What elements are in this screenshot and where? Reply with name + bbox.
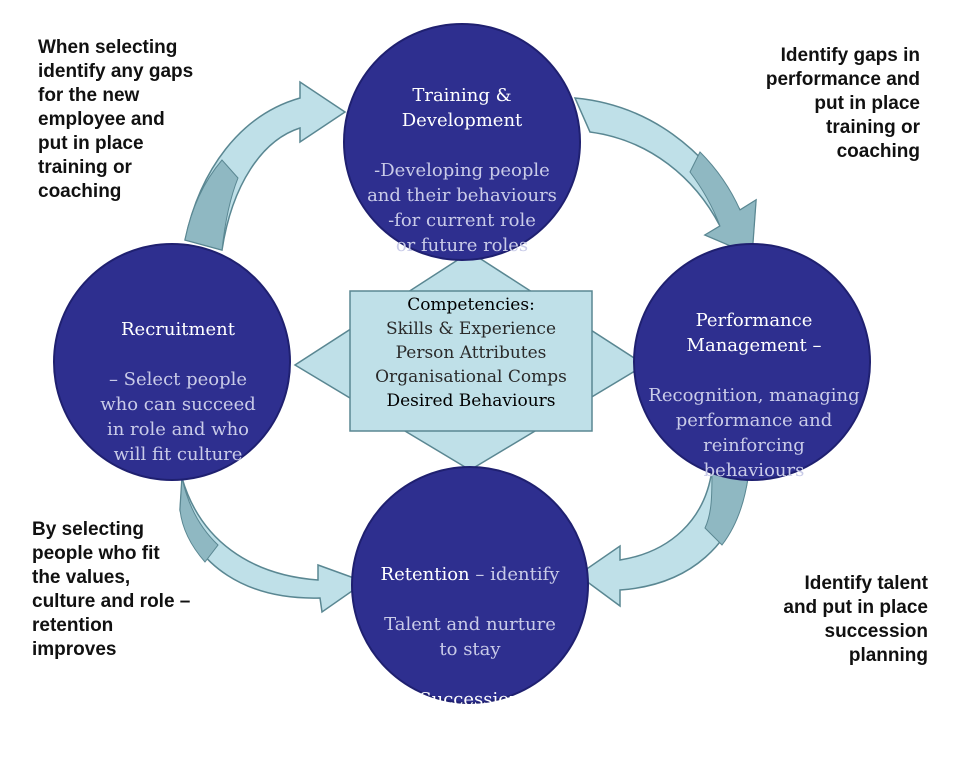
training-development-body: -Developing people and their behaviours … bbox=[367, 160, 557, 256]
circle-recruitment bbox=[53, 243, 291, 481]
competencies-box bbox=[349, 290, 593, 432]
circle-performance-management bbox=[633, 243, 871, 481]
performance-management-body: Recognition, managing performance and re… bbox=[648, 385, 860, 481]
note-bottom-left: By selecting people who fit the values, … bbox=[32, 519, 191, 660]
circle-training-development bbox=[343, 23, 581, 261]
recruitment-body: – Select people who can succeed in role … bbox=[100, 369, 256, 465]
succession-management-title: Succession Management bbox=[409, 689, 531, 735]
note-top-right: Identify gaps in performance and put in … bbox=[765, 45, 920, 162]
recruitment-title: Recruitment bbox=[120, 319, 236, 340]
competencies-text: Competencies: Skills & Experience Person… bbox=[352, 293, 590, 413]
competency-desired-behaviours: Desired Behaviours bbox=[386, 391, 556, 411]
arrow-performance-to-retention bbox=[576, 469, 749, 608]
training-development-title: Training & Development bbox=[401, 85, 523, 131]
recruitment-text: Recruitment – Select people who can succ… bbox=[88, 292, 268, 492]
performance-management-text: Performance Management – Recognition, ma… bbox=[640, 283, 868, 508]
competencies-heading: Competencies: bbox=[407, 295, 535, 315]
retention-succession-text: Retention – identify Talent and nurture … bbox=[362, 512, 578, 762]
competency-person-attributes: Person Attributes bbox=[395, 343, 547, 363]
training-development-text: Training & Development -Developing peopl… bbox=[352, 58, 572, 283]
competency-organisational-comps: Organisational Comps bbox=[375, 367, 567, 387]
retention-title: Retention bbox=[380, 564, 470, 585]
arrow-recruitment-to-training bbox=[184, 80, 347, 251]
circle-retention-succession bbox=[351, 466, 589, 704]
hr-cycle-diagram bbox=[53, 23, 871, 704]
retention-title-suffix: – identify bbox=[469, 564, 560, 585]
retention-body: Talent and nurture to stay bbox=[384, 614, 556, 660]
arrow-recruitment-to-retention bbox=[179, 477, 367, 614]
retention-title-line: Retention – identify bbox=[362, 537, 578, 587]
performance-management-title: Performance Management – bbox=[686, 310, 822, 356]
note-bottom-right: Identify talent and put in place success… bbox=[783, 573, 928, 666]
note-top-left: When selecting identify any gaps for the… bbox=[38, 37, 194, 202]
competency-skills-experience: Skills & Experience bbox=[385, 319, 557, 339]
